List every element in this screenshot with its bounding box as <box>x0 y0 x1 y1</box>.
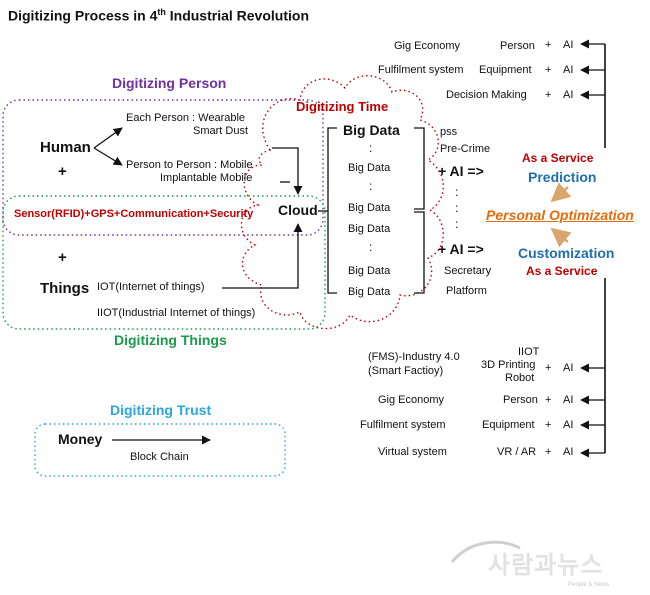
plus-sign: + <box>545 446 552 458</box>
section-digitizing-person: Digitizing Person <box>112 75 227 91</box>
ai-label: AI <box>563 64 574 76</box>
top-list-label: Fulfilment system <box>378 64 464 76</box>
sensor-label: Sensor(RFID)+GPS+Communication+Security <box>14 208 254 220</box>
bottom-list-label: Fulfilment system <box>360 419 446 431</box>
bigdata-item: Big Data <box>348 162 391 174</box>
watermark-swoosh <box>450 540 521 563</box>
bigdata-dots: : <box>369 141 373 155</box>
ai-label: AI <box>563 394 574 406</box>
p2p-line1: Person to Person : Mobile <box>126 159 253 171</box>
plus-sign: + <box>58 163 67 180</box>
things-label: Things <box>40 280 90 297</box>
bigdata-item: Big Data <box>348 286 391 298</box>
iiot-label: IIOT(Industrial Internet of things) <box>97 307 256 319</box>
ai-label: AI <box>563 419 574 431</box>
bottom-list-label: (FMS)-Industry 4.0 <box>368 351 460 363</box>
precrime-label: Pre-Crime <box>440 143 491 155</box>
secretary-label: Secretary <box>444 265 492 277</box>
each-person-line2: Smart Dust <box>193 125 249 137</box>
trust-box <box>34 423 286 477</box>
section-digitizing-trust: Digitizing Trust <box>110 402 212 418</box>
plus-sign: + <box>545 394 552 406</box>
bigdata-item: Big Data <box>348 265 391 277</box>
plus-sign: + <box>545 64 552 76</box>
plus-sign: + <box>58 249 67 266</box>
bigdata-dots: : <box>369 179 373 193</box>
ai-label: AI <box>563 362 574 374</box>
bottom-list-item: Person <box>503 394 538 406</box>
plus-sign: + <box>545 362 552 374</box>
prediction-label: Prediction <box>528 169 597 185</box>
top-list-item: Equipment <box>479 64 532 76</box>
bottom-list-item: Equipment <box>482 419 535 431</box>
bigdata-item: Big Data <box>348 202 391 214</box>
p2p-line2: Implantable Mobile <box>160 172 253 184</box>
plus-ai-arrow: + AI => <box>438 241 484 257</box>
top-list-label: Gig Economy <box>394 40 461 52</box>
as-a-service-top: As a Service <box>522 151 594 165</box>
top-list-item: Person <box>500 40 535 52</box>
human-label: Human <box>40 139 91 156</box>
plus-sign: + <box>545 419 552 431</box>
bottom-list-label: Virtual system <box>378 446 447 458</box>
personal-optimization-label: Personal Optimization <box>486 207 634 223</box>
bigdata-dots: : <box>369 240 373 254</box>
ai-label: AI <box>563 446 574 458</box>
middle-vdots: : <box>455 185 459 199</box>
watermark-logo: 사람과뉴스 <box>488 552 604 579</box>
plus-sign: + <box>545 89 552 101</box>
block-chain-label: Block Chain <box>130 451 189 463</box>
middle-vdots: : <box>455 201 459 215</box>
person-box <box>2 99 324 236</box>
bigdata-header: Big Data <box>343 122 400 138</box>
ai-label: AI <box>563 39 574 51</box>
bottom-list-item: VR / AR <box>497 446 537 458</box>
each-person-line1: Each Person : Wearable <box>126 112 246 124</box>
bottom-list-item: Robot <box>505 372 535 384</box>
plus-sign: + <box>545 39 552 51</box>
plus-ai-arrow: + AI => <box>438 163 484 179</box>
bottom-list-label: (Smart Factioy) <box>368 365 444 377</box>
pss-label: pss <box>440 126 458 138</box>
top-list-label: Decision Making <box>446 89 527 101</box>
section-digitizing-things: Digitizing Things <box>114 332 227 348</box>
time-cloud <box>240 74 444 330</box>
watermark-sub: People & News <box>568 582 610 588</box>
bottom-list-item: IIOT <box>518 346 540 358</box>
ai-label: AI <box>563 89 574 101</box>
bottom-list-item: 3D Printing <box>481 359 536 371</box>
as-a-service-bottom: As a Service <box>526 264 598 278</box>
bigdata-item: Big Data <box>348 223 391 235</box>
bottom-list-label: Gig Economy <box>378 394 445 406</box>
iot-label: IOT(Internet of things) <box>97 281 205 293</box>
middle-vdots: : <box>455 217 459 231</box>
customization-label: Customization <box>518 245 615 261</box>
platform-label: Platform <box>446 285 487 297</box>
money-label: Money <box>58 431 103 447</box>
cloud-label: Cloud <box>278 202 318 218</box>
things-box <box>2 195 326 330</box>
section-digitizing-time: Digitizing Time <box>296 99 389 114</box>
page-title: Digitizing Process in 4th Industrial Rev… <box>8 7 309 24</box>
